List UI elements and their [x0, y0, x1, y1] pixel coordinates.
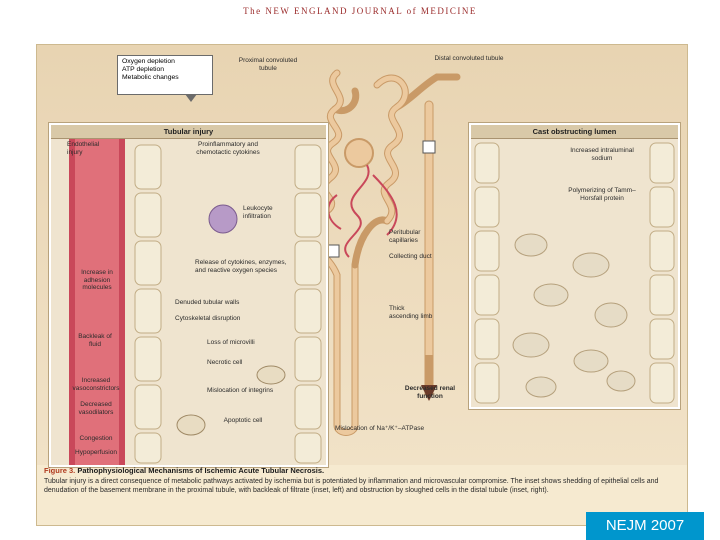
label-tamm: Polymerizing of Tamm–Horsfall protein [568, 187, 636, 202]
cast-drawing [474, 142, 675, 404]
label-mislocation-atpase: Mislocation of Na⁺/K⁺–ATPase [335, 425, 425, 432]
inset-title: Tubular injury [51, 125, 326, 139]
label-endothelial: Endothelial injury [67, 141, 100, 156]
stress-callout: Oxygen depletion ATP depletion Metabolic… [117, 55, 213, 95]
sloughed-cells [512, 233, 636, 398]
distal-cells [474, 142, 675, 404]
peritubular-capillaries-drawing [327, 164, 398, 258]
label-vasoconstrictors: Increased vasoconstrictors [72, 377, 120, 392]
journal-header: The NEW ENGLAND JOURNAL of MEDICINE [243, 6, 477, 16]
label-congestion: Congestion [79, 435, 113, 442]
label-proinflammatory: Proinflammatory and chemotactic cytokine… [196, 141, 260, 156]
label-collecting: Collecting duct [389, 253, 432, 260]
callout-line: Metabolic changes [122, 74, 179, 81]
label-thick-limb: Thick ascending limb [389, 305, 433, 320]
label-leukocyte: Leukocyte infiltration [243, 205, 273, 220]
label-microvilli: Loss of microvilli [207, 339, 255, 346]
inset-cast-obstructing: Cast obstructing lumen Increased intralu… [469, 123, 680, 409]
caption-title: Figure 3. Pathophysiological Mechanisms … [44, 466, 678, 475]
inset-marker-right [422, 140, 436, 154]
caption-text: Tubular injury is a direct consequence o… [44, 478, 659, 494]
inset-tubular-injury: Tubular injury Endothelial injury Proinf… [49, 123, 328, 467]
necrotic-cell-shape [256, 365, 286, 385]
tubular-injury-drawing [69, 139, 322, 465]
inset-title: Cast obstructing lumen [471, 125, 678, 139]
callout-line: ATP depletion [122, 66, 165, 73]
label-backleak: Backleak of fluid [78, 333, 112, 348]
label-adhesion: Increase in adhesion molecules [81, 269, 113, 291]
glomerulus [344, 138, 374, 168]
callout-pointer [185, 94, 197, 102]
figure-caption: Figure 3. Pathophysiological Mechanisms … [36, 466, 686, 495]
caption-heading: Pathophysiological Mechanisms of Ischemi… [77, 466, 325, 475]
label-integrins: Mislocation of integrins [207, 387, 274, 394]
label-decreased-renal: Decreased renal function [404, 385, 456, 400]
leukocyte [208, 204, 238, 234]
figure-panel: Oxygen depletion ATP depletion Metabolic… [36, 44, 688, 526]
callout-line: Oxygen depletion [122, 58, 175, 65]
decreased-arrow [421, 385, 437, 401]
label-denuded: Denuded tubular walls [175, 299, 240, 306]
figure-number: Figure 3. [44, 466, 76, 475]
label-cytoskeletal: Cytoskeletal disruption [175, 315, 241, 322]
label-necrotic: Necrotic cell [207, 359, 243, 366]
apoptotic-cell-shape [176, 414, 206, 436]
label-hypoperfusion: Hypoperfusion [75, 449, 117, 456]
epithelial-cells [134, 144, 322, 464]
label-vasodilators: Decreased vasodilators [78, 401, 114, 416]
inset-marker-left [326, 244, 340, 258]
label-apoptotic: Apoptotic cell [223, 417, 263, 424]
label-sodium: Increased intraluminal sodium [570, 147, 634, 162]
label-peritubular: Peritubular capillaries [389, 229, 421, 244]
label-distal: Distal convoluted tubule [434, 55, 504, 62]
label-proximal: Proximal convoluted tubule [238, 57, 298, 72]
label-release: Release of cytokines, enzymes, and react… [195, 259, 287, 274]
source-badge: NEJM 2007 [586, 512, 704, 540]
